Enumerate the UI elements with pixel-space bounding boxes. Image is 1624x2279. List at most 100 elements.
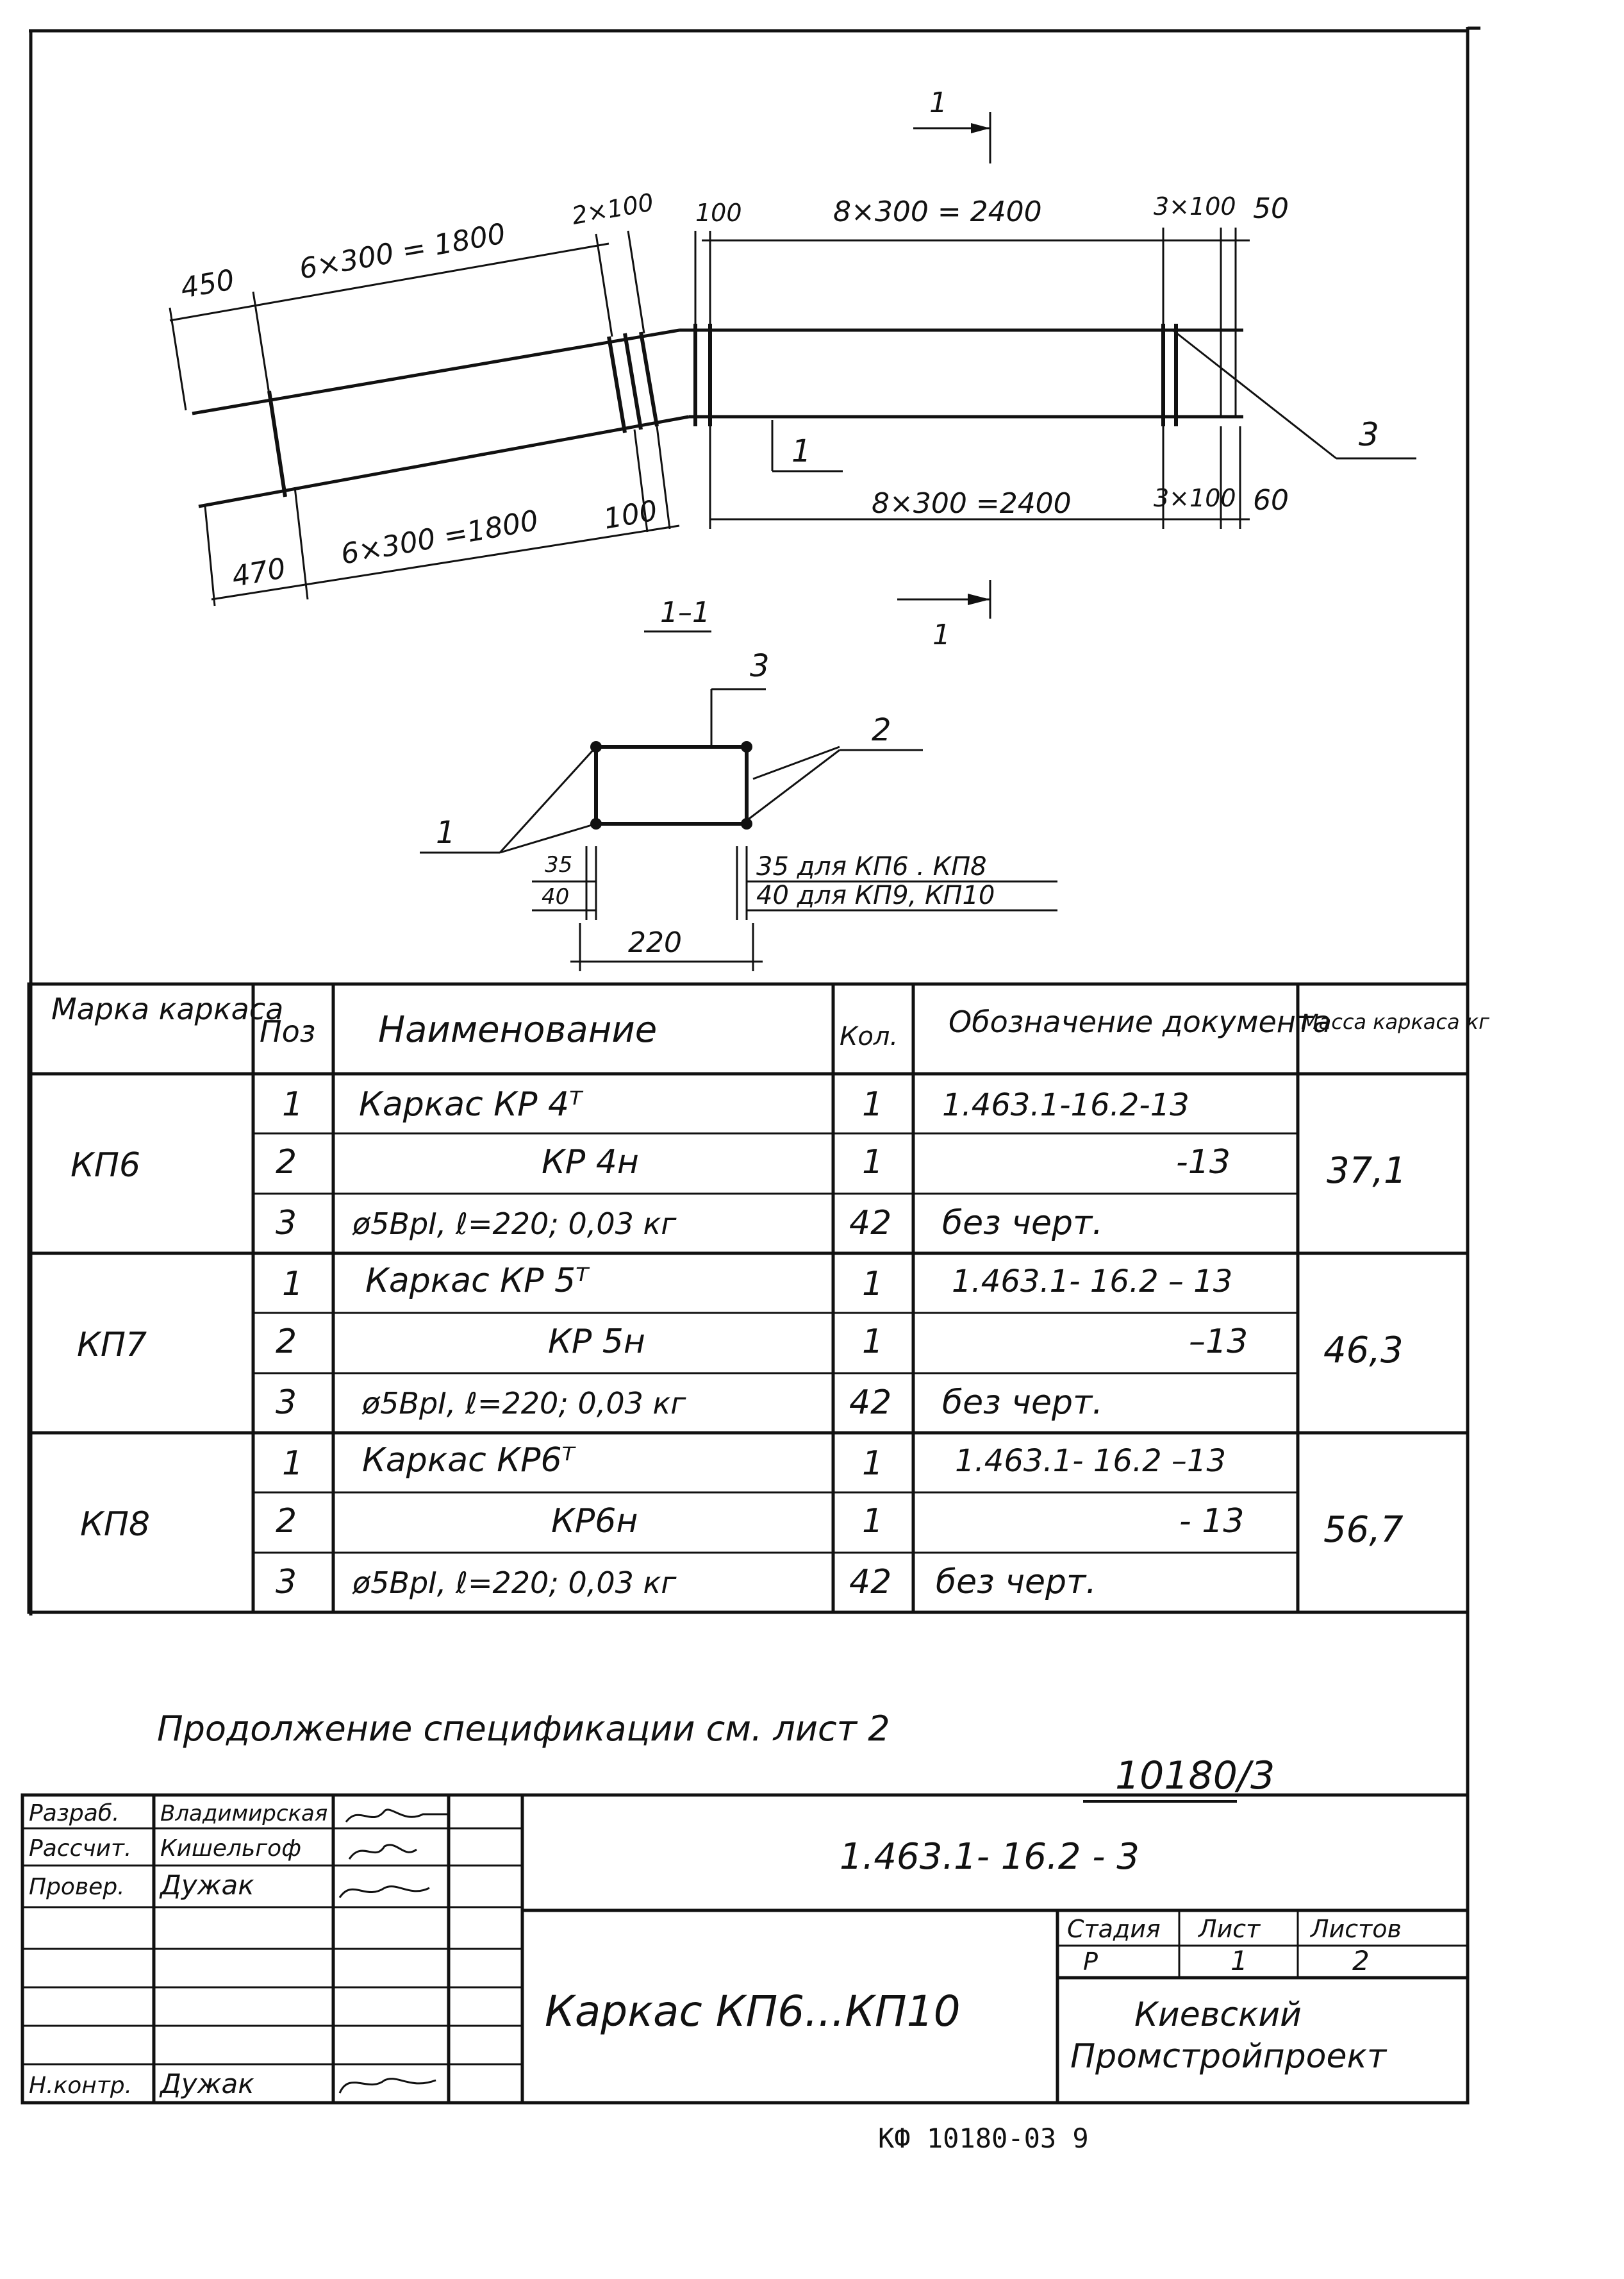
header-qty: Кол. <box>840 1022 898 1051</box>
role-calculator: Рассчит. <box>29 1835 131 1862</box>
section-mark-top: 1 <box>929 87 947 119</box>
qty-kp8-1: 1 <box>862 1444 883 1483</box>
name-checker: Дужак <box>159 1869 254 1901</box>
role-norm-control: Н.контр. <box>29 2073 132 2099</box>
qty-kp7-3: 42 <box>849 1383 891 1422</box>
doc-kp7-1: 1.463.1- 16.2 – 13 <box>952 1264 1232 1299</box>
sheet-label: Лист <box>1197 1915 1261 1943</box>
header-name: Наименование <box>378 1009 657 1051</box>
pos-kp7-1: 1 <box>282 1265 303 1303</box>
qty-kp7-1: 1 <box>862 1265 883 1303</box>
name-kp8-2: КР6н <box>551 1502 638 1540</box>
section-callout-1: 1 <box>436 815 456 851</box>
doc-kp6-2: -13 <box>1176 1143 1230 1181</box>
dim-right-bottom-1: 8×300 =2400 <box>872 487 1072 520</box>
section-dim-35: 35 <box>545 852 572 878</box>
title-block-main: 1.463.1- 16.2 - 3 Каркас КП6...КП10 Стад… <box>545 1836 1402 2076</box>
sheets-label: Листов <box>1309 1915 1402 1943</box>
dim-left-top-1: 450 <box>178 263 237 305</box>
mark-kp7: КП7 <box>77 1326 147 1364</box>
pos-kp8-1: 1 <box>282 1444 303 1483</box>
name-kp6-2: КР 4н <box>542 1143 639 1181</box>
doc-kp6-3: без черт. <box>942 1204 1103 1242</box>
doc-kp8-2: - 13 <box>1179 1502 1244 1540</box>
dim-left-top-3: 2×100 <box>570 188 656 230</box>
header-mass: Масса каркаса кг <box>1301 1010 1489 1034</box>
pos-kp6-1: 1 <box>282 1085 303 1124</box>
role-developer: Разраб. <box>29 1800 119 1826</box>
mass-kp8: 56,7 <box>1323 1509 1404 1551</box>
pos-kp6-3: 3 <box>276 1204 297 1242</box>
section-callout-3: 3 <box>750 648 770 684</box>
section-dim-40: 40 <box>542 884 569 910</box>
spec-table-body: КП6 37,1 1 Каркас КР 4ᵀ 1 1.463.1-16.2-1… <box>70 1085 1407 1601</box>
qty-kp6-3: 42 <box>849 1204 891 1242</box>
section-callout-2: 2 <box>872 712 891 748</box>
signatures <box>338 1808 449 2094</box>
pos-kp6-2: 2 <box>276 1143 297 1181</box>
section-arrow-top <box>971 123 990 133</box>
dim-left-bottom-2: 6×300 =1800 <box>338 504 541 571</box>
name-kp6-1: Каркас КР 4ᵀ <box>359 1085 584 1124</box>
section-dim-220: 220 <box>628 926 682 959</box>
name-kp6-3: ø5ВрI, ℓ=220; 0,03 кг <box>352 1206 677 1241</box>
plan-cross-bars <box>267 324 1178 497</box>
section-title: 1–1 <box>660 596 710 629</box>
spec-table-grid <box>27 982 1470 1614</box>
footer-code: КФ 10180-03 9 <box>878 2123 1089 2154</box>
plan-rods <box>192 328 1243 508</box>
pos-kp8-2: 2 <box>276 1502 297 1540</box>
header-mark-text: Марка каркаса <box>51 992 283 1026</box>
title-block-roles: Разраб. Рассчит. Провер. Н.контр. Владим… <box>29 1800 327 2100</box>
section-rod-dots <box>590 741 752 830</box>
header-doc: Обозначение документа <box>949 1005 1331 1039</box>
doc-kp8-3: без черт. <box>936 1563 1097 1601</box>
dim-left-top-2: 6×300 = 1800 <box>297 217 508 286</box>
continuation-note: Продолжение спецификации см. лист 2 <box>157 1708 890 1749</box>
mark-kp8: КП8 <box>80 1505 150 1544</box>
dim-right-bottom-2: 3×100 <box>1154 484 1236 512</box>
name-kp7-3: ø5ВрI, ℓ=220; 0,03 кг <box>361 1386 686 1421</box>
qty-kp6-2: 1 <box>862 1143 883 1181</box>
section-arrow-bottom <box>968 594 990 605</box>
qty-kp8-3: 42 <box>849 1563 891 1601</box>
qty-kp8-2: 1 <box>862 1502 883 1540</box>
name-kp8-3: ø5ВрI, ℓ=220; 0,03 кг <box>352 1565 677 1600</box>
stage-label: Стадия <box>1067 1915 1161 1943</box>
dim-right-bottom-3: 60 <box>1253 484 1289 517</box>
designation: 1.463.1- 16.2 - 3 <box>840 1836 1139 1878</box>
name-norm-control: Дужак <box>159 2068 254 2100</box>
pos-kp7-2: 2 <box>276 1323 297 1361</box>
doc-kp6-1: 1.463.1-16.2-13 <box>942 1087 1189 1123</box>
section-note-1: 35 для КП6 . КП8 <box>756 852 987 881</box>
callout-3: 3 <box>1359 416 1379 453</box>
dim-right-top-1: 100 <box>695 199 742 227</box>
section-mark-bottom: 1 <box>932 619 950 651</box>
name-developer: Владимирская <box>160 1801 327 1826</box>
doc-kp7-3: без черт. <box>942 1383 1103 1422</box>
dim-left-bottom-1: 470 <box>229 552 288 594</box>
spec-table-header: Марка каркаса Поз Наименование Кол. Обоз… <box>51 992 1489 1051</box>
mass-kp6: 37,1 <box>1327 1150 1407 1192</box>
section-rectangle <box>594 745 749 826</box>
archive-number: 10180/3 <box>1115 1753 1275 1798</box>
drawing-title: Каркас КП6...КП10 <box>545 1987 961 2036</box>
dim-right-top-3: 3×100 <box>1154 192 1236 221</box>
sheet-frame <box>29 26 1480 1923</box>
doc-kp8-1: 1.463.1- 16.2 –13 <box>955 1443 1226 1479</box>
name-kp8-1: Каркас КР6ᵀ <box>362 1441 577 1480</box>
section-lines <box>420 630 1057 971</box>
qty-kp6-1: 1 <box>862 1085 883 1124</box>
qty-kp7-2: 1 <box>862 1323 883 1361</box>
dim-right-top-4: 50 <box>1253 192 1289 225</box>
name-kp7-1: Каркас КР 5ᵀ <box>365 1262 590 1300</box>
mass-kp7: 46,3 <box>1323 1330 1404 1371</box>
organization-line-1: Киевский <box>1134 1996 1302 2034</box>
section-note-2: 40 для КП9, КП10 <box>756 881 995 910</box>
header-mark: Марка каркаса <box>51 992 283 1026</box>
organization-line-2: Промстройпроект <box>1070 2037 1388 2076</box>
stage-value: Р <box>1083 1948 1098 1976</box>
role-checker: Провер. <box>29 1874 125 1900</box>
callout-1: 1 <box>791 433 811 469</box>
